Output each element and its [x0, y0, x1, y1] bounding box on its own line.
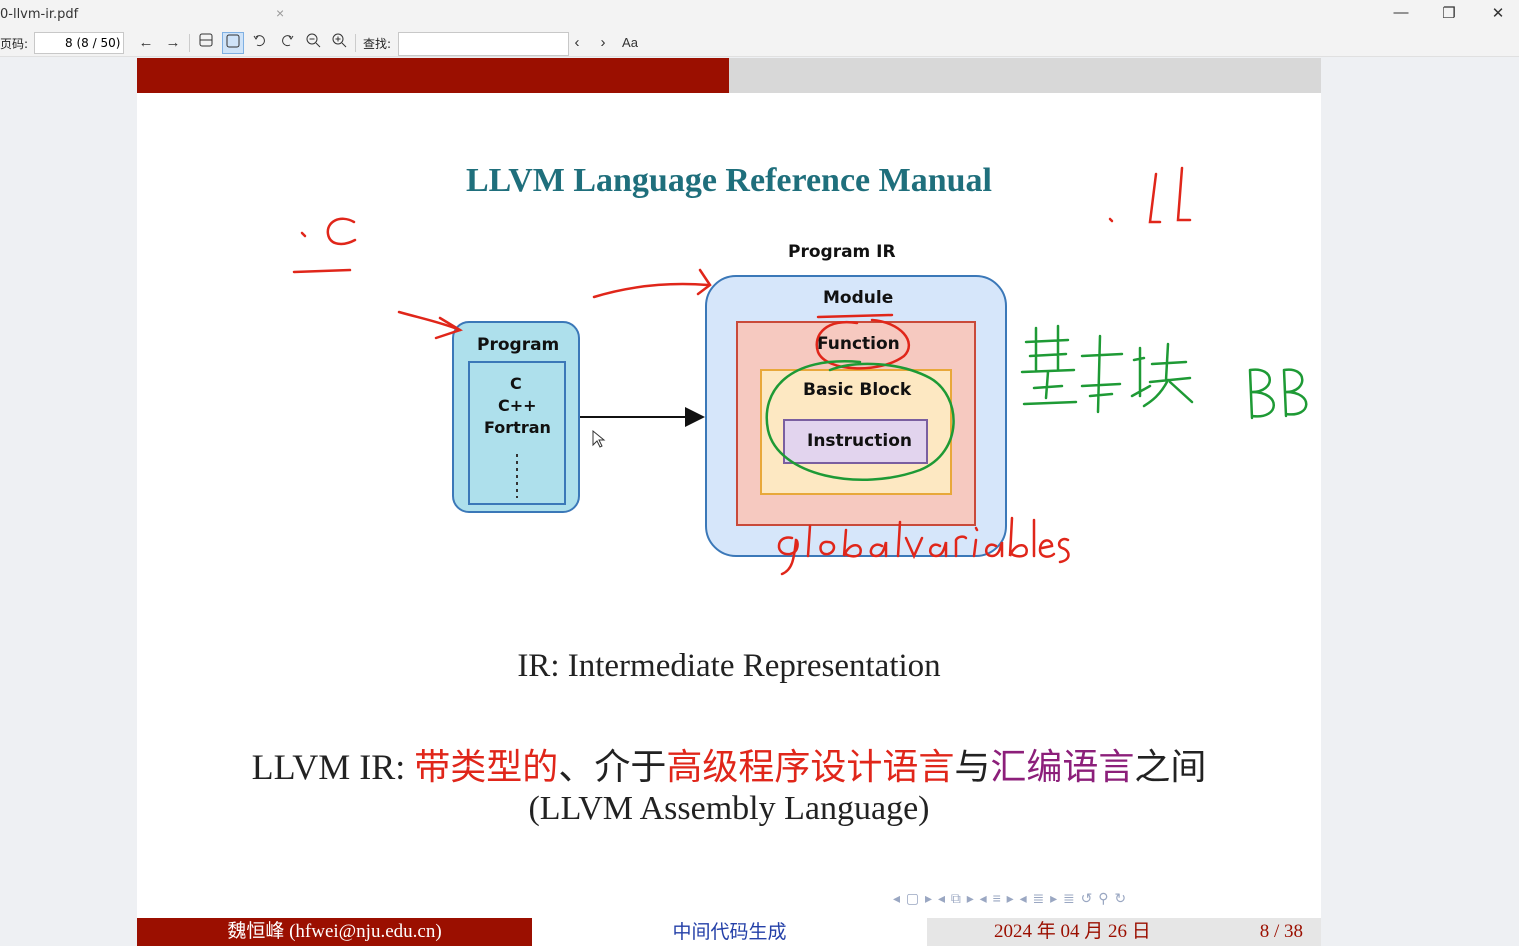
- zoom-out-icon[interactable]: [302, 32, 324, 54]
- page-number-value: 8 (8 / 50): [65, 36, 121, 50]
- program-label: Program: [477, 335, 560, 355]
- title-bar: 0-llvm-ir.pdf × — ❐ ✕: [0, 0, 1519, 30]
- zoom-in-icon[interactable]: [328, 32, 350, 54]
- llvm-ir-description: LLVM IR: 带类型的、介于高级程序设计语言与汇编语言之间: [137, 738, 1321, 790]
- instruction-label: Instruction: [807, 431, 912, 451]
- back-arrow-icon[interactable]: ←: [138, 34, 154, 51]
- beamer-navigation-icons[interactable]: ◂ ▢ ▸ ◂ ⧉ ▸ ◂ ≡ ▸ ◂ ≣ ▸ ≣ ↺ ⚲ ↻: [893, 890, 1128, 906]
- assembly-language-text: 汇编语言: [990, 747, 1135, 787]
- llvm-structure-diagram: [452, 275, 1007, 557]
- single-page-view-icon[interactable]: [222, 32, 244, 54]
- rotate-right-icon[interactable]: [276, 32, 298, 54]
- language-cpp: C++: [498, 396, 537, 415]
- footer-author: 魏恒峰 (hfwei@nju.edu.cn): [137, 918, 532, 946]
- page-label: 页码:: [0, 37, 29, 51]
- restore-button[interactable]: ❐: [1442, 5, 1456, 22]
- close-window-button[interactable]: ✕: [1491, 5, 1505, 22]
- footer-topic: 中间代码生成: [532, 918, 927, 946]
- and-text: 与: [954, 747, 991, 787]
- assembly-language-subtitle: (LLVM Assembly Language): [528, 790, 930, 827]
- between-end-text: 之间: [1134, 747, 1207, 787]
- llvm-ir-prefix: LLVM IR:: [251, 747, 415, 787]
- previous-result-icon[interactable]: ‹: [574, 34, 580, 51]
- between-text: 、介于: [558, 747, 667, 787]
- tab-close-icon[interactable]: ×: [276, 5, 285, 21]
- slide-header-gray-bar: [729, 58, 1321, 93]
- toolbar-divider: [355, 34, 356, 52]
- toolbar-divider: [189, 34, 190, 52]
- minimize-button[interactable]: —: [1393, 4, 1409, 21]
- search-input[interactable]: [398, 32, 569, 56]
- forward-arrow-icon[interactable]: →: [165, 34, 181, 51]
- next-result-icon[interactable]: ›: [600, 34, 606, 51]
- typed-text: 带类型的: [414, 747, 559, 787]
- page-number-input[interactable]: 8 (8 / 50): [34, 32, 124, 54]
- function-label: Function: [817, 334, 900, 354]
- slide-footer: 魏恒峰 (hfwei@nju.edu.cn) 中间代码生成 2024 年 04 …: [137, 918, 1321, 946]
- program-inner-box: [468, 361, 566, 505]
- continuous-view-icon[interactable]: [195, 32, 217, 54]
- basic-block-label: Basic Block: [803, 380, 912, 400]
- slide-header-red-bar: [137, 58, 729, 93]
- language-fortran: Fortran: [484, 418, 551, 437]
- high-level-language-text: 高级程序设计语言: [666, 747, 955, 787]
- match-case-button[interactable]: Aa: [622, 35, 638, 50]
- search-label: 查找:: [363, 37, 392, 51]
- footer-date-page: 2024 年 04 月 26 日 8 / 38: [927, 918, 1321, 946]
- module-label: Module: [823, 288, 894, 308]
- toolbar: 页码: 8 (8 / 50) ← → 查找: ‹ › Aa: [0, 30, 1519, 57]
- footer-page-number: 8 / 38: [1259, 921, 1303, 942]
- rotate-left-icon[interactable]: [249, 32, 271, 54]
- footer-date: 2024 年 04 月 26 日: [994, 921, 1151, 942]
- pdf-page: LLVM Language Reference Manual Program I…: [137, 58, 1321, 946]
- language-c: C: [510, 374, 522, 393]
- document-tab-title[interactable]: 0-llvm-ir.pdf: [0, 7, 79, 22]
- slide-title: LLVM Language Reference Manual: [465, 162, 993, 199]
- program-ir-label: Program IR: [788, 242, 896, 262]
- ir-definition: IR: Intermediate Representation: [517, 648, 941, 684]
